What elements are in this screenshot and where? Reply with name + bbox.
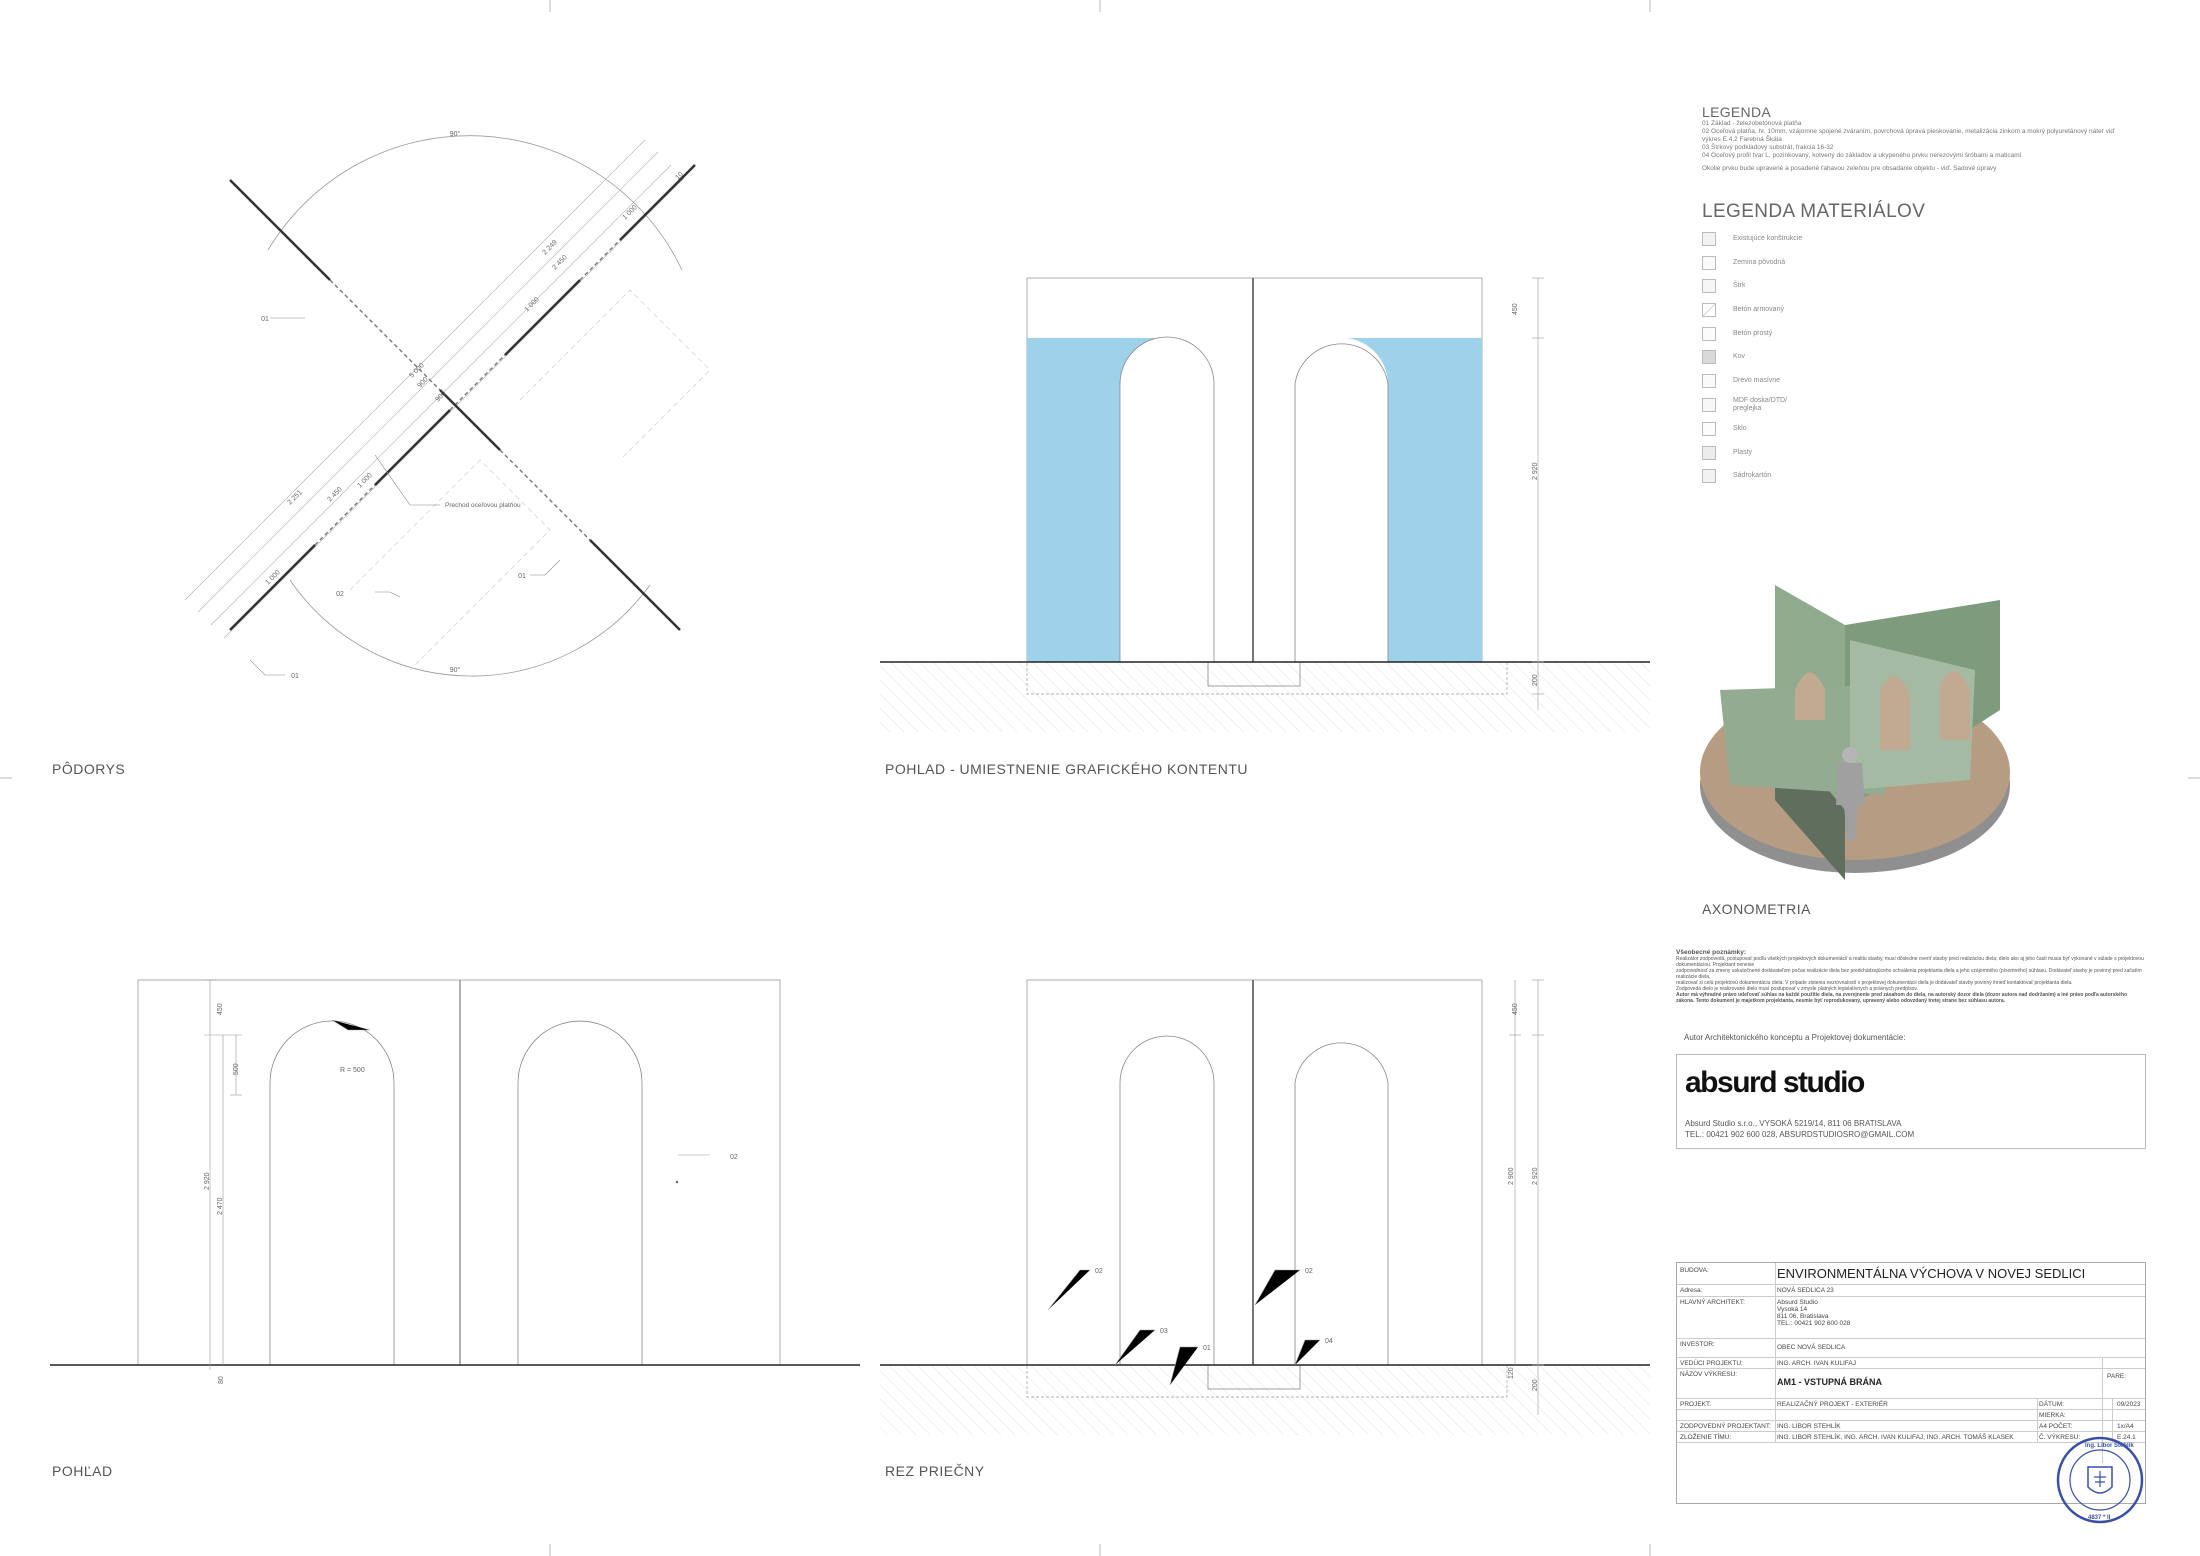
plan-dim-8: 1 000 <box>264 569 281 586</box>
elevation-drawing: 450 500 2 920 2 470 R = 500 02 80 <box>50 979 860 1384</box>
material-row: Plasty <box>1702 445 1752 461</box>
plan-dim-5: 2 251 <box>286 489 303 506</box>
elev-radius: R = 500 <box>340 1067 365 1074</box>
sec-callout-d: 01 <box>1203 1345 1211 1352</box>
material-row: Betón prostý <box>1702 326 1772 342</box>
graphic-panel-left <box>1027 338 1158 662</box>
legend-title: LEGENDA <box>1702 104 1772 120</box>
elev-dim-arch: 500 <box>233 1063 240 1075</box>
material-row: Kov <box>1702 349 1745 365</box>
graphic-panel-right <box>1347 338 1482 662</box>
sec-dim-base-b: 200 <box>1532 1379 1539 1391</box>
elev-callout: 02 <box>730 1154 738 1161</box>
legend: LEGENDA 01 Základ - železobetónová platň… <box>1702 104 2172 173</box>
elevation-graphic-drawing: 450 2 920 200 <box>880 277 1650 732</box>
legend-item: 03 Štrkový podkladový substrát, frakcia … <box>1702 144 1834 151</box>
plan-note: Prechod oceľovou platňou <box>445 502 521 509</box>
plan-dim-2: 2 450 <box>551 254 568 271</box>
sec-callout-c: 03 <box>1160 1328 1168 1335</box>
plan-dim-3: 1 000 <box>523 296 540 313</box>
plan-dim-12: 10 <box>674 171 685 182</box>
notes-heading: Všeobecné poznámky: <box>1676 949 1747 956</box>
label-axonometry: AXONOMETRIA <box>1702 901 1811 917</box>
material-row: Štrk <box>1702 278 1745 294</box>
studio-logo: absurd studio <box>1685 1066 1865 1099</box>
elev-dim-total: 2 920 <box>204 1172 211 1190</box>
svg-text:4837 * II: 4837 * II <box>2088 1515 2111 1521</box>
axonometry-figure <box>1836 747 1865 840</box>
sec-callout-e: 04 <box>1325 1338 1333 1345</box>
plan-callout-b: 01 <box>518 573 526 580</box>
plan-callout-a: 01 <box>261 316 269 323</box>
material-row: Drevo masívne <box>1702 373 1780 389</box>
eg-dim-base: 200 <box>1532 674 1539 686</box>
official-stamp: Ing. Libor Stehlík 4837 * II <box>2056 1436 2144 1524</box>
material-row: MDF doska/DTD/ preglejka <box>1702 397 1803 413</box>
sec-dim-base-a: 120 <box>1508 1367 1515 1379</box>
author-address: Absurd Studio s.r.o., VYSOKÁ 5219/14, 81… <box>1685 1119 1902 1128</box>
svg-text:Ing. Libor Stehlík: Ing. Libor Stehlík <box>2085 1443 2134 1449</box>
legend-item: výkres E.4.2 Farebná Škála <box>1702 136 1782 143</box>
plan-drawing: 90° 90° 01 01 01 02 Prechod oceľovou pla… <box>184 130 711 680</box>
label-plan: PÔDORYS <box>52 761 126 777</box>
elev-dim-opening: 2 470 <box>217 1197 224 1215</box>
label-elevation: POHĽAD <box>52 1463 113 1479</box>
author-box: absurd studio Absurd Studio s.r.o., VYSO… <box>1676 1054 2146 1149</box>
title-block: BUDOVA: ENVIRONMENTÁLNA VÝCHOVA V NOVEJ … <box>1676 1262 2146 1504</box>
section-drawing: 450 2 900 2 920 120 200 02 02 03 01 04 <box>880 979 1650 1435</box>
sec-callout-b: 02 <box>1305 1268 1313 1275</box>
plan-callout-c: 01 <box>291 673 299 680</box>
legend-item: 01 Základ - železobetónová platňa <box>1702 120 1802 127</box>
plan-arc-bottom <box>289 579 651 677</box>
author-intro: Autor Architektonického konceptu a Proje… <box>1684 1033 1906 1042</box>
elev-dim-bottom: 80 <box>218 1376 225 1384</box>
plan-arc-top <box>267 135 683 271</box>
plan-angle-bottom: 90° <box>450 666 461 674</box>
plan-angle-top: 90° <box>450 130 461 138</box>
elev-dim-top: 450 <box>217 1003 224 1015</box>
material-legend: LEGENDA MATERIÁLOV Existujúce konštrukci… <box>1702 201 2002 491</box>
sec-dim-inner: 2 900 <box>1508 1167 1515 1185</box>
material-row: Sklo <box>1702 421 1747 437</box>
author-contact: TEL.: 00421 902 600 028, ABSURDSTUDIOSRO… <box>1685 1130 1915 1139</box>
axonometry-image <box>1700 585 2010 880</box>
plan-callout-d: 02 <box>336 591 344 598</box>
eg-dim-main: 2 920 <box>1532 462 1539 480</box>
plan-dim-7: 1 000 <box>356 472 373 489</box>
sec-dim-total: 2 920 <box>1532 1167 1539 1185</box>
drawing-name: AM1 - VSTUPNÁ BRÁNA <box>1777 1377 1883 1387</box>
material-row: Zemina pôvodná <box>1702 255 1785 271</box>
plan-dim-4: 1 000 <box>621 204 638 221</box>
eg-dim-top: 450 <box>1512 303 1519 315</box>
label-section: REZ PRIEČNY <box>885 1463 985 1479</box>
project-title: ENVIRONMENTÁLNA VÝCHOVA V NOVEJ SEDLICI <box>1777 1266 2086 1281</box>
material-row: Existujúce konštrukcie <box>1702 231 1802 247</box>
plan-dim-10: 900 <box>434 390 447 403</box>
material-row: Betón armovaný <box>1702 302 1784 318</box>
legend-item: 04 Oceľový profil tvar L, pozinkovaný, k… <box>1702 152 2022 159</box>
sec-callout-a: 02 <box>1095 1268 1103 1275</box>
general-notes: Všeobecné poznámky: Realizátor zodpovedá… <box>1676 949 2144 1004</box>
material-row: Sádrokartón <box>1702 468 1771 484</box>
legend-item: Okolie prvku bude upravené a posadené ťa… <box>1702 165 1997 172</box>
label-elevation-graphic: POHLAD - UMIESTNENIE GRAFICKÉHO KONTENTU <box>885 761 1249 777</box>
material-legend-title: LEGENDA MATERIÁLOV <box>1702 201 1926 222</box>
sec-dim-top: 450 <box>1512 1003 1519 1015</box>
plan-dim-11: 900 <box>416 376 429 389</box>
legend-item: 02 Oceľová platňa, hr. 10mm, vzájomne sp… <box>1702 128 2115 135</box>
